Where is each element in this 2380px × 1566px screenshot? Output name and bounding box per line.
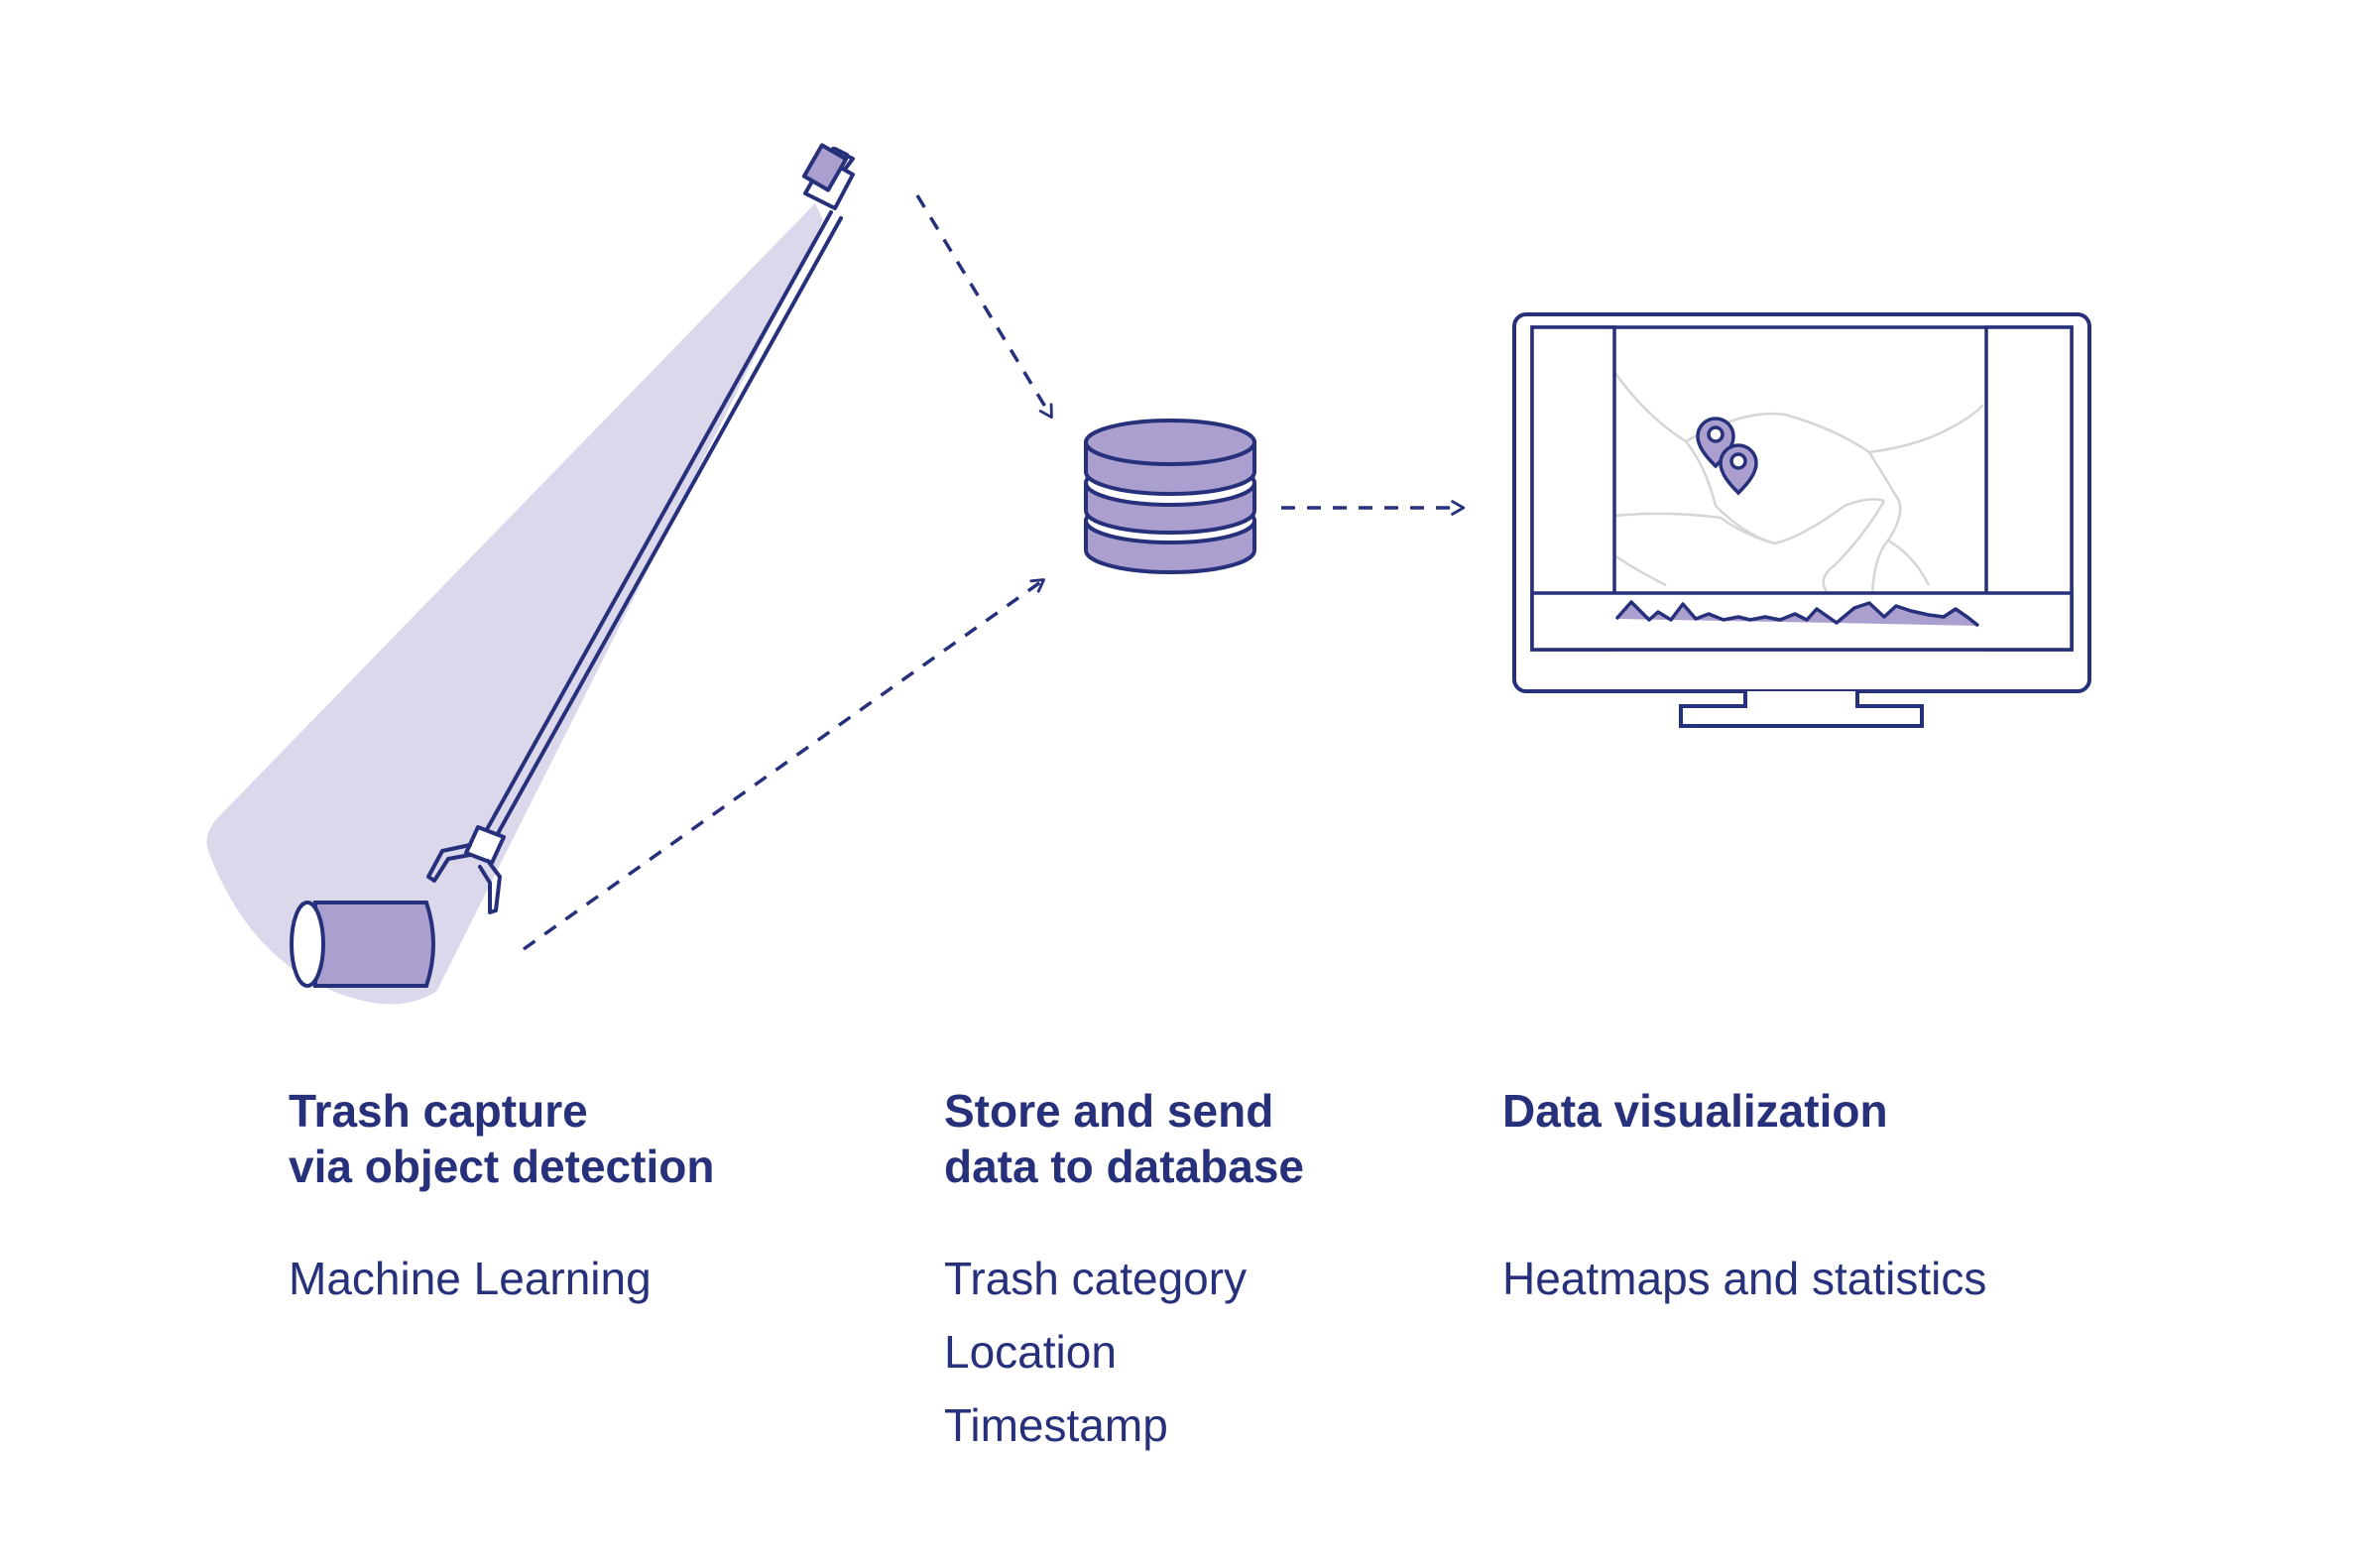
arrow-camera-to-database bbox=[915, 194, 1053, 420]
stage-details: Trash category Location Timestamp bbox=[944, 1242, 1247, 1462]
stage-title: Data visualization bbox=[1502, 1085, 1888, 1137]
stage-data-visualization: Data visualization Heatmaps and statisti… bbox=[1502, 1083, 1986, 1304]
trash-can-icon bbox=[290, 901, 435, 988]
stage-details: Machine Learning bbox=[289, 1242, 652, 1315]
detail-item: Trash category bbox=[944, 1253, 1248, 1304]
trash-grabber-camera-icon bbox=[426, 143, 855, 914]
detail-item: Timestamp bbox=[944, 1399, 1168, 1451]
location-pin-icon bbox=[1719, 443, 1758, 496]
monitor-stand bbox=[1679, 691, 1924, 728]
sparkline-chart bbox=[1614, 600, 1980, 628]
database-icon bbox=[1084, 419, 1256, 574]
camera-view-cone bbox=[206, 203, 823, 1005]
monitor-dashboard-icon bbox=[1512, 312, 2091, 728]
map-roads bbox=[1612, 371, 1984, 596]
stage-details: Heatmaps and statistics bbox=[1502, 1242, 1986, 1315]
detail-item: Machine Learning bbox=[289, 1253, 652, 1304]
stage-trash-capture: Trash capture via object detection Machi… bbox=[289, 1083, 715, 1304]
detail-item: Location bbox=[944, 1326, 1117, 1378]
stage-title: Store and send data to database bbox=[944, 1085, 1304, 1192]
arrow-trash-to-database bbox=[522, 578, 1046, 951]
stage-store-send: Store and send data to database Trash ca… bbox=[944, 1083, 1304, 1451]
camera-icon bbox=[801, 143, 849, 192]
stage-title: Trash capture via object detection bbox=[289, 1085, 715, 1192]
detail-item: Heatmaps and statistics bbox=[1502, 1253, 1987, 1304]
